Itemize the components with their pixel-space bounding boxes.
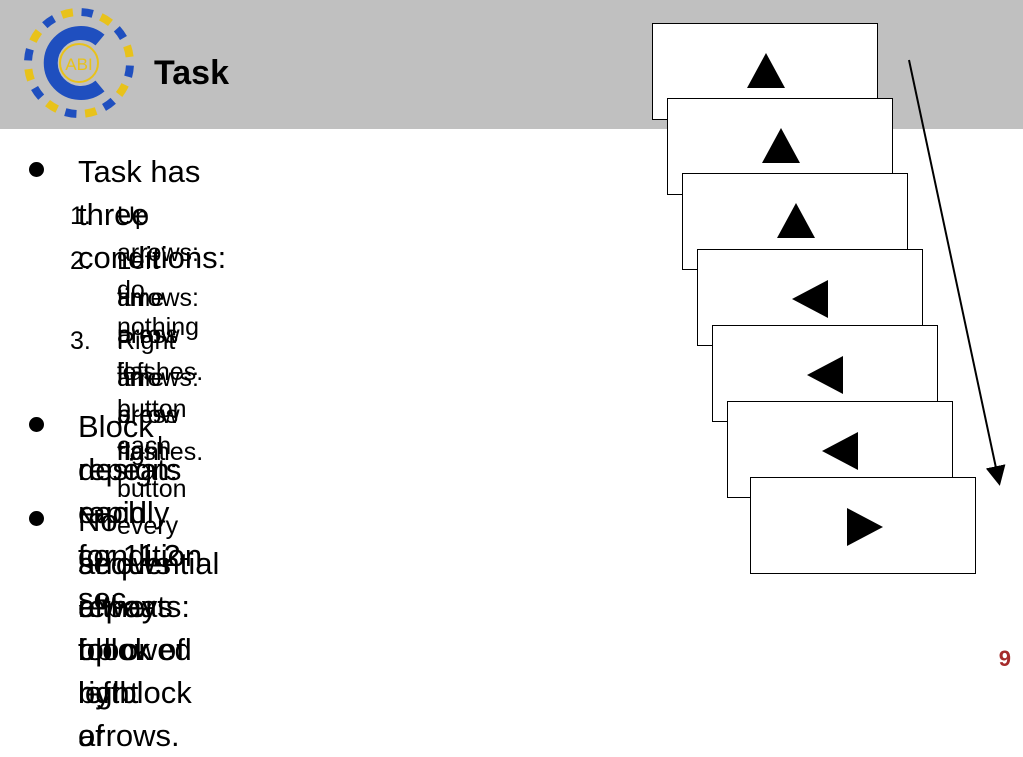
slide-title: Task bbox=[154, 54, 229, 92]
bullet-icon bbox=[29, 511, 44, 526]
abi-logo: ABI bbox=[24, 8, 134, 118]
up-arrow-icon bbox=[762, 128, 800, 163]
left-arrow-icon bbox=[807, 356, 843, 394]
bullet-text: Block design: each condition bbox=[78, 409, 203, 573]
subitem-number: 1. bbox=[70, 202, 91, 230]
arrow-card bbox=[750, 477, 976, 574]
up-arrow-icon bbox=[747, 53, 785, 88]
subitem-text: Left arrows: press left button each bbox=[117, 247, 199, 460]
left-arrow-icon bbox=[792, 280, 828, 318]
subitem-text: time arrow flashes. bbox=[117, 284, 204, 386]
subitem-text: Right arrows: press right button every bbox=[117, 327, 199, 540]
bullet-icon bbox=[29, 417, 44, 432]
bullet-text: repeats rapidly for 11.2 sec. bbox=[78, 452, 182, 616]
subitem-text: Up arrows: do nothing bbox=[117, 202, 200, 341]
subitem-text: time arrow flashes. bbox=[117, 364, 204, 466]
subitem-number: 3. bbox=[70, 327, 91, 355]
right-arrow-icon bbox=[847, 508, 883, 546]
bullet-icon bbox=[29, 162, 44, 177]
page-number: 9 bbox=[998, 646, 1011, 671]
bullet-text: Task has three conditions: bbox=[78, 154, 227, 275]
svg-text:ABI: ABI bbox=[65, 55, 92, 74]
up-arrow-icon bbox=[777, 203, 815, 238]
left-arrow-icon bbox=[822, 432, 858, 470]
sequence-arrow-icon bbox=[908, 59, 1006, 486]
subitem-number: 2. bbox=[70, 247, 91, 275]
